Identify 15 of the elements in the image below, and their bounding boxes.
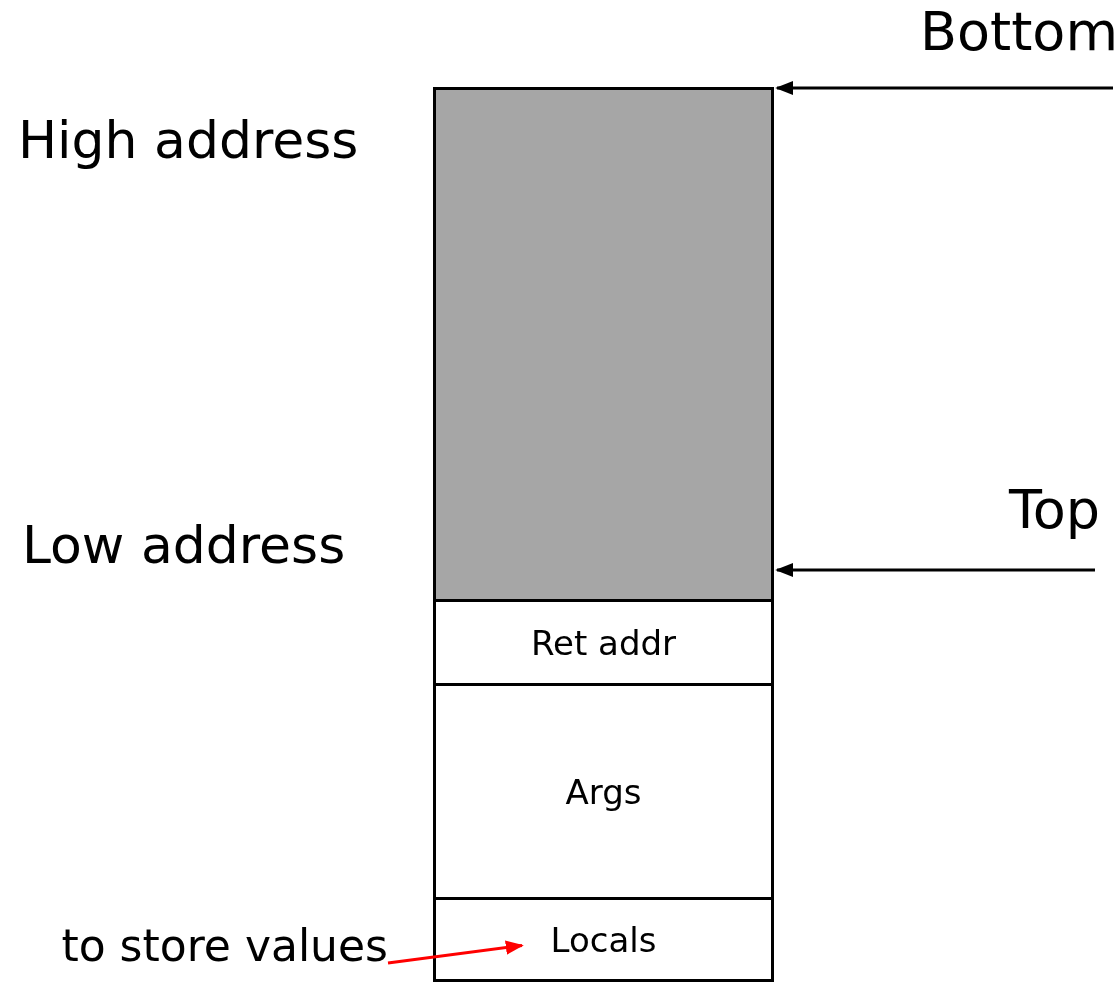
stack-cell [433,599,774,686]
cell-label: Args [565,771,642,812]
address-label: High address [18,110,359,170]
stack-cell [433,683,774,900]
pointer-label: Top [1008,478,1100,541]
arrow [387,940,524,965]
arrow [775,562,1095,578]
pointer-label: Bottom [919,0,1118,63]
address-label: Low address [22,515,346,575]
cell-label: Ret addr [530,622,677,663]
arrow [775,80,1113,96]
annotation-text: to store values [61,919,388,971]
cell-label: Locals [550,919,657,960]
shaded-stack-region [433,87,774,602]
stack-cell [433,897,774,982]
